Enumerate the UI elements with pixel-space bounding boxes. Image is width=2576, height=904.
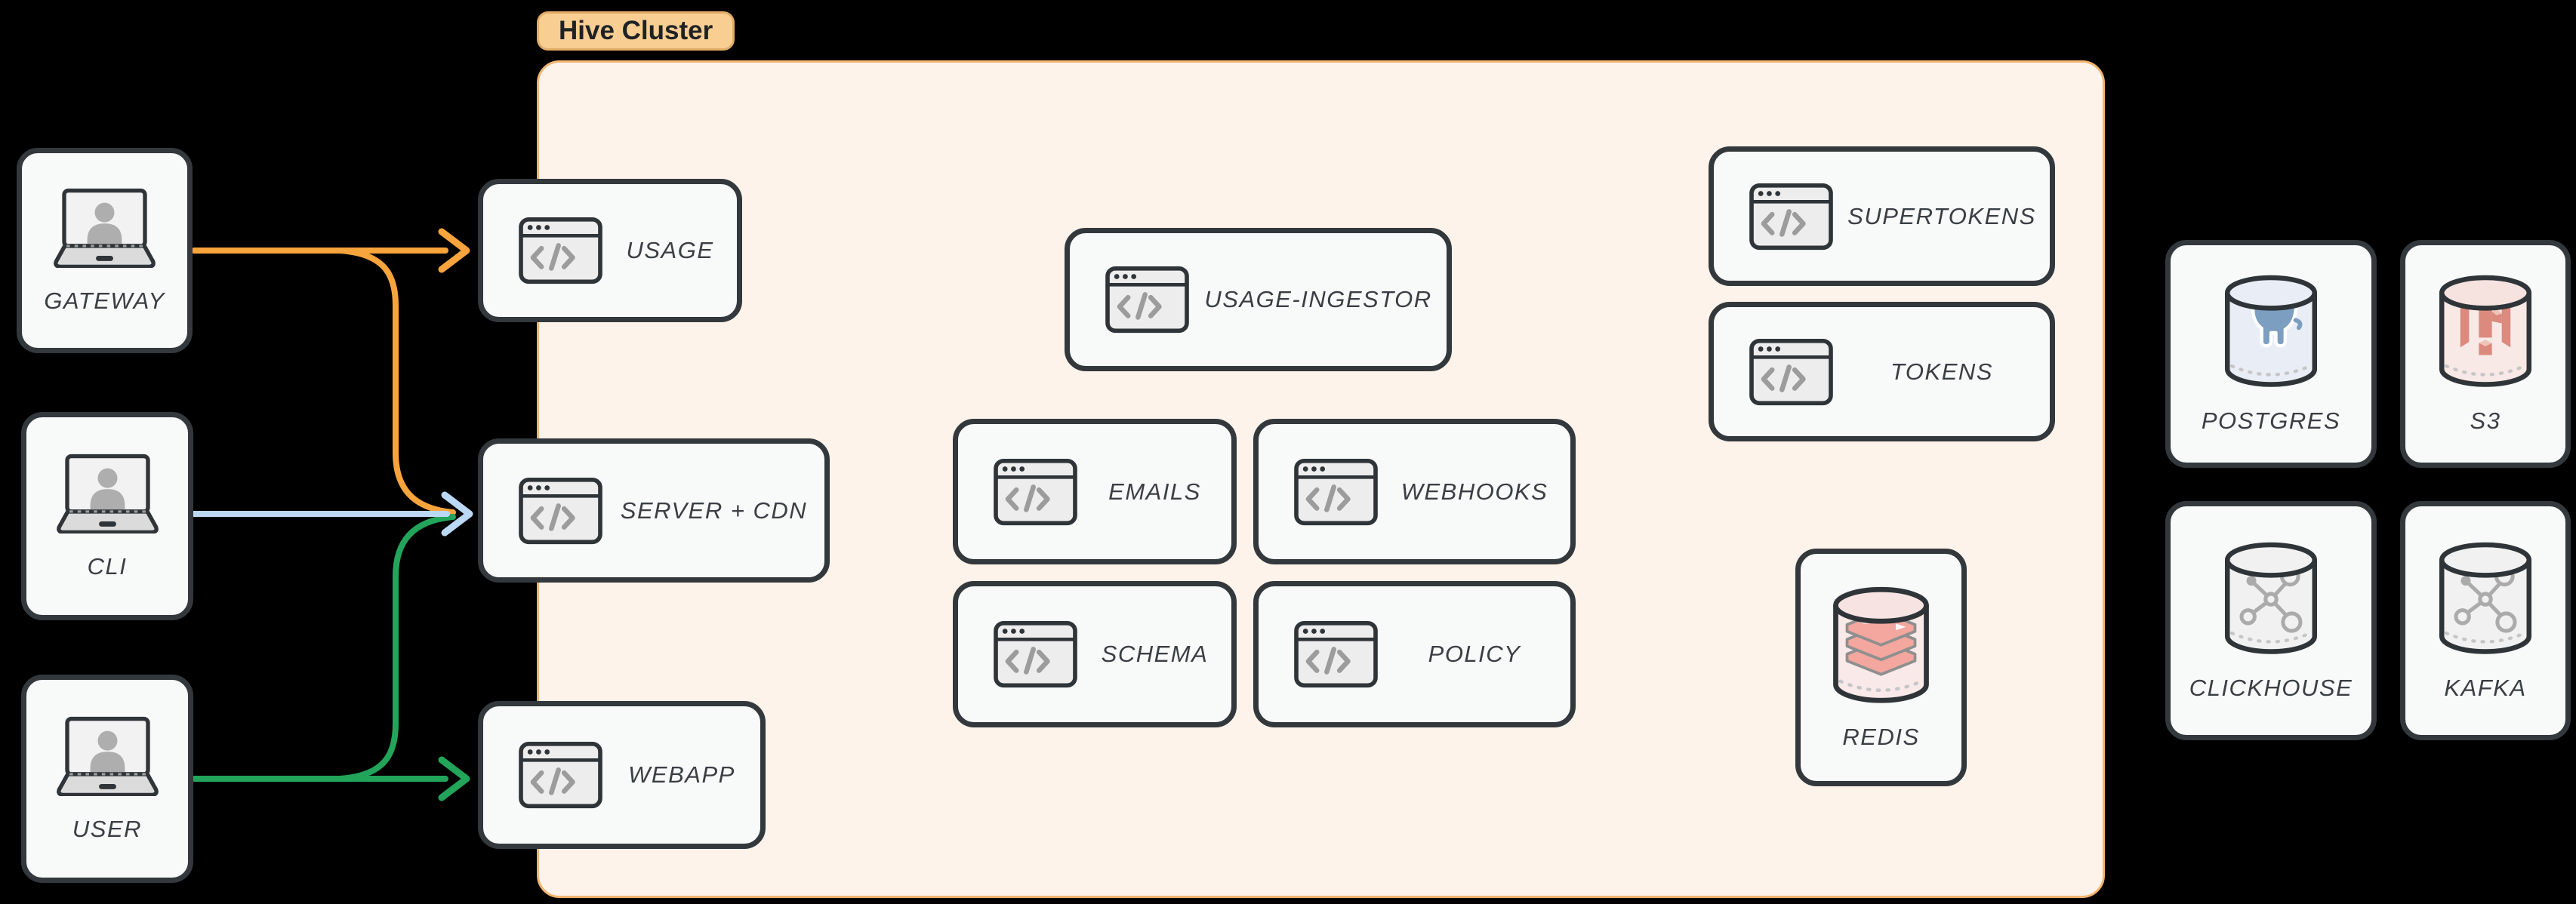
- node-label: REDIS: [1842, 723, 1920, 750]
- node-redis[interactable]: REDIS: [1795, 549, 1967, 786]
- laptop-user-icon: [50, 715, 165, 796]
- node-label: CLI: [87, 552, 128, 580]
- node-label: POSTGRES: [2201, 407, 2341, 434]
- node-gateway[interactable]: GATEWAY: [17, 148, 193, 353]
- postgres-database-icon: [2222, 273, 2320, 388]
- node-label: POLICY: [1428, 641, 1521, 667]
- code-window-icon: [993, 458, 1078, 526]
- node-label: CLICKHOUSE: [2189, 674, 2353, 701]
- node-label: GATEWAY: [44, 287, 165, 314]
- node-label: EMAILS: [1108, 478, 1201, 505]
- node-postgres[interactable]: POSTGRES: [2165, 240, 2377, 468]
- laptop-user-icon: [47, 187, 162, 268]
- node-label: USAGE: [626, 237, 714, 263]
- edge-gateway-usage-arrowhead: [438, 228, 470, 273]
- node-webapp[interactable]: WEBAPP: [478, 701, 766, 849]
- node-tokens[interactable]: TOKENS: [1709, 302, 2055, 441]
- laptop-user-icon: [50, 453, 165, 533]
- node-label: USER: [72, 815, 143, 842]
- node-user[interactable]: USER: [21, 675, 193, 883]
- node-label: WEBHOOKS: [1400, 478, 1548, 505]
- node-supertokens[interactable]: SUPERTOKENS: [1709, 146, 2055, 286]
- redis-database-icon: [1830, 585, 1932, 704]
- code-window-icon: [1749, 183, 1834, 251]
- code-window-icon: [993, 620, 1078, 688]
- edge-gateway-servercdn: [337, 248, 456, 515]
- code-window-icon: [1105, 266, 1190, 334]
- node-kafka[interactable]: KAFKA: [2400, 501, 2571, 740]
- node-label: SCHEMA: [1101, 641, 1209, 667]
- code-window-icon: [518, 217, 603, 284]
- node-usage[interactable]: USAGE: [478, 179, 742, 322]
- cluster-database-icon: [2222, 540, 2320, 655]
- code-window-icon: [518, 477, 603, 545]
- code-window-icon: [518, 741, 603, 809]
- cluster-database-icon: [2436, 540, 2534, 655]
- edge-user-webapp-arrowhead: [438, 756, 470, 801]
- node-s3[interactable]: S3: [2400, 240, 2571, 468]
- s3-database-icon: [2436, 273, 2534, 388]
- node-label: SUPERTOKENS: [1847, 202, 2036, 229]
- code-window-icon: [1293, 458, 1379, 526]
- code-window-icon: [1749, 338, 1834, 406]
- node-label: KAFKA: [2444, 674, 2527, 701]
- node-cli[interactable]: CLI: [21, 412, 193, 620]
- node-label: S3: [2470, 407, 2501, 434]
- node-emails[interactable]: EMAILS: [953, 419, 1237, 564]
- node-server-cdn[interactable]: SERVER + CDN: [478, 438, 830, 583]
- node-label: TOKENS: [1890, 358, 1993, 385]
- node-label: WEBAPP: [628, 761, 735, 788]
- node-usage-ingestor[interactable]: USAGE-INGESTOR: [1065, 228, 1452, 371]
- edge-user-servercdn: [337, 514, 456, 782]
- node-label: USAGE-INGESTOR: [1204, 286, 1432, 312]
- node-webhooks[interactable]: WEBHOOKS: [1253, 419, 1576, 564]
- node-label: SERVER + CDN: [620, 497, 808, 524]
- node-policy[interactable]: POLICY: [1253, 581, 1576, 727]
- node-schema[interactable]: SCHEMA: [953, 581, 1237, 727]
- code-window-icon: [1293, 620, 1379, 688]
- node-clickhouse[interactable]: CLICKHOUSE: [2165, 501, 2377, 740]
- edge-cli-servercdn-arrowhead: [441, 491, 473, 537]
- hive-cluster-badge: Hive Cluster: [537, 11, 735, 51]
